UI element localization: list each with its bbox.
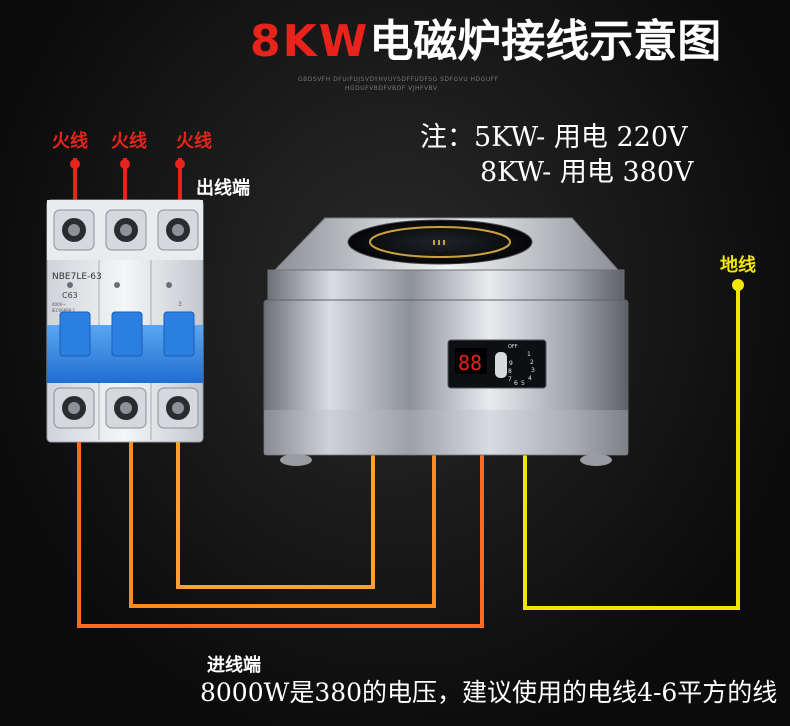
knob-icon[interactable] (495, 352, 507, 378)
note-8kw: 8KW- 用电 380V (480, 157, 694, 188)
breaker-model: NBE7LE-63 (52, 272, 102, 282)
live-label-2: 火线 (111, 131, 147, 152)
induction-cooker: 88 OFF 1 2 3 4 5 6 7 8 9 (263, 217, 629, 466)
ground-cap (732, 279, 744, 291)
circuit-breaker: NBE7LE-63 C63 400V~ IEC60898-1 3 (46, 199, 204, 443)
bottom-note: 8000W是380的电压，建议使用的电线4-6平方的线 (200, 678, 778, 707)
bottom-terminals (53, 387, 199, 429)
subtitle-line-1: GBDSVFH DFUIFUJSVDYHVUYSDFFUDFSG SDFGVU … (298, 76, 499, 83)
knob-off-label: OFF (508, 344, 518, 350)
svg-text:3: 3 (531, 367, 535, 374)
live-label-1: 火线 (52, 131, 88, 152)
live-label-3: 火线 (176, 131, 212, 152)
feed-wires (77, 442, 484, 628)
svg-text:5: 5 (521, 380, 525, 387)
page-title: 8KW电磁炉接线示意图 (250, 14, 721, 70)
control-panel: 88 OFF 1 2 3 4 5 6 7 8 9 (447, 339, 547, 389)
svg-text:7: 7 (508, 376, 512, 383)
breaker-rating: C63 (62, 291, 78, 300)
title-text: 电磁炉接线示意图 (369, 16, 722, 67)
subtitle-line-2: HGDUFVBDFVBDF VJHFVBV (345, 85, 438, 92)
note-5kw: 注：5KW- 用电 220V (420, 122, 688, 153)
feed-wire-2 (129, 442, 436, 608)
top-terminals (53, 209, 199, 251)
feed-wire-3 (176, 442, 375, 589)
svg-text:4: 4 (528, 375, 532, 382)
inlet-end-label: 进线端 (207, 655, 261, 676)
breaker-standard: IEC60898-1 (52, 308, 76, 313)
title-power: 8KW (250, 16, 370, 67)
ground-wire (523, 290, 740, 610)
svg-text:6: 6 (514, 380, 518, 387)
wire-caps (70, 159, 185, 169)
ground-label: 地线 (720, 255, 756, 276)
svg-text:1: 1 (527, 351, 531, 358)
breaker-voltage: 400V~ (52, 302, 66, 307)
feed-wire-1 (77, 442, 484, 628)
svg-text:8: 8 (508, 368, 512, 375)
breaker-pole-mark: 3 (178, 301, 182, 308)
svg-text:9: 9 (509, 360, 513, 367)
svg-text:2: 2 (530, 359, 534, 366)
outlet-end-label: 出线端 (196, 178, 250, 199)
cooker-display: 88 (458, 351, 482, 375)
